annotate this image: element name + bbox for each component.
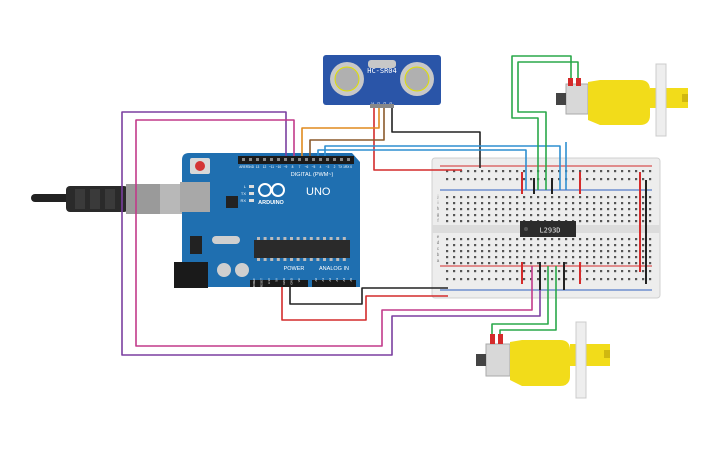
arduino-model: UNO xyxy=(306,186,331,198)
power-pin-label: GND xyxy=(290,277,294,285)
breadboard-row-letter: i xyxy=(438,200,439,205)
analog-header xyxy=(312,280,356,287)
wire-pin-blue-2 xyxy=(324,145,561,190)
power-jack xyxy=(174,262,208,288)
header-pin[interactable] xyxy=(284,158,287,161)
digital-pin-label: ~11 xyxy=(269,165,274,169)
digital-header xyxy=(238,156,354,164)
hc-sr04-sensor: HC-SR04 VCCTRIGECHOGND xyxy=(323,55,441,111)
wire-motor2-a xyxy=(491,266,549,334)
power-label: POWER xyxy=(284,266,305,272)
breadboard-row-letter: g xyxy=(437,212,440,217)
dc-motor-bottom xyxy=(476,321,610,399)
header-pin[interactable] xyxy=(256,158,259,161)
header-pin[interactable] xyxy=(291,158,294,161)
digital-pin-label: 8 xyxy=(292,165,294,169)
digital-pin-label: 13 xyxy=(256,165,260,169)
wire-motor1-a xyxy=(511,55,572,190)
header-pin[interactable] xyxy=(347,158,350,161)
breadboard-row-letter: h xyxy=(437,206,440,211)
led xyxy=(249,192,254,195)
digital-label: DIGITAL (PWM~) xyxy=(291,172,334,178)
wire-magenta xyxy=(135,119,533,347)
power-pin-label: RESET xyxy=(260,278,264,288)
wire-5v xyxy=(281,287,448,321)
breadboard-row-letter: d xyxy=(437,240,440,245)
microcontroller-chip xyxy=(254,240,350,258)
capacitor-1 xyxy=(217,263,231,277)
analog-pin-label: A0 xyxy=(314,278,318,282)
header-pin[interactable] xyxy=(333,158,336,161)
crystal xyxy=(212,236,240,244)
header-pin[interactable] xyxy=(277,158,280,161)
power-pin-label: 3.3V xyxy=(267,278,271,284)
usb-port xyxy=(180,182,210,212)
analog-label: ANALOG IN xyxy=(319,266,349,272)
led xyxy=(249,199,254,202)
power-pin-label: IOREF xyxy=(252,278,256,287)
led xyxy=(249,185,254,188)
power-pin-label: GND xyxy=(282,277,286,285)
power-header xyxy=(250,280,308,287)
analog-pin-label: A3 xyxy=(335,278,339,282)
arduino-brand: ARDUINO xyxy=(258,200,284,206)
led-label: TX xyxy=(241,191,246,196)
analog-pin-label: A1 xyxy=(321,278,325,282)
digital-pin-label: ~6 xyxy=(305,165,309,169)
wire-gnd xyxy=(289,287,448,305)
digital-pin-label: RX 0 xyxy=(345,165,352,169)
header-pin[interactable] xyxy=(319,158,322,161)
power-pin-label: Vin xyxy=(297,278,301,283)
header-pin[interactable] xyxy=(305,158,308,161)
dc-motor-top xyxy=(556,63,688,137)
breadboard-row-letter: c xyxy=(437,246,440,251)
voltage-regulator xyxy=(190,236,202,254)
header-pin[interactable] xyxy=(340,158,343,161)
analog-pin-label: A5 xyxy=(349,278,353,282)
header-pin[interactable] xyxy=(326,158,329,161)
wire-motor2-b xyxy=(499,266,557,334)
led-label: L xyxy=(244,184,247,189)
digital-pin-label: TX 1 xyxy=(338,165,345,169)
header-pin[interactable] xyxy=(249,158,252,161)
digital-pin-label: 12 xyxy=(263,165,267,169)
digital-pin-label: 4 xyxy=(320,165,322,169)
digital-pin-label: AREF xyxy=(239,165,248,169)
header-pin[interactable] xyxy=(298,158,301,161)
digital-pin-label: ~5 xyxy=(312,165,316,169)
digital-pin-label: ~9 xyxy=(284,165,288,169)
led-label: RX xyxy=(240,198,246,203)
breadboard-row-letter: b xyxy=(437,252,440,257)
l293d-chip: L293D xyxy=(520,221,576,237)
sensor-label: HC-SR04 xyxy=(367,67,397,75)
digital-pin-label: ~10 xyxy=(276,165,282,169)
wire-motor1-b xyxy=(517,61,579,190)
breadboard-row-letter: j xyxy=(437,194,439,199)
power-pin-label: 5V xyxy=(275,278,279,282)
chip-label: L293D xyxy=(539,227,560,235)
breadboard-row-letter: f xyxy=(437,218,439,223)
analog-pin-label: A2 xyxy=(328,278,332,282)
header-pin[interactable] xyxy=(270,158,273,161)
wire-purple xyxy=(121,111,541,356)
wire-sensor-trig xyxy=(301,108,380,156)
capacitor-2 xyxy=(235,263,249,277)
wires xyxy=(121,55,647,356)
digital-pin-label: ~3 xyxy=(326,165,330,169)
wire-pin-blue-1 xyxy=(317,149,527,190)
header-pin[interactable] xyxy=(242,158,245,161)
small-ic xyxy=(226,196,238,208)
digital-pin-label: GND xyxy=(247,165,255,169)
header-pin[interactable] xyxy=(312,158,315,161)
breadboard-row-letter: e xyxy=(437,234,440,239)
header-pin[interactable] xyxy=(263,158,266,161)
breadboard-row-letter: a xyxy=(437,258,440,263)
arduino-logo-icon xyxy=(258,183,285,197)
digital-pin-label: 7 xyxy=(299,165,301,169)
analog-pin-label: A4 xyxy=(342,278,346,282)
wire-sensor-echo xyxy=(309,108,385,156)
digital-pin-label: 2 xyxy=(334,165,336,169)
